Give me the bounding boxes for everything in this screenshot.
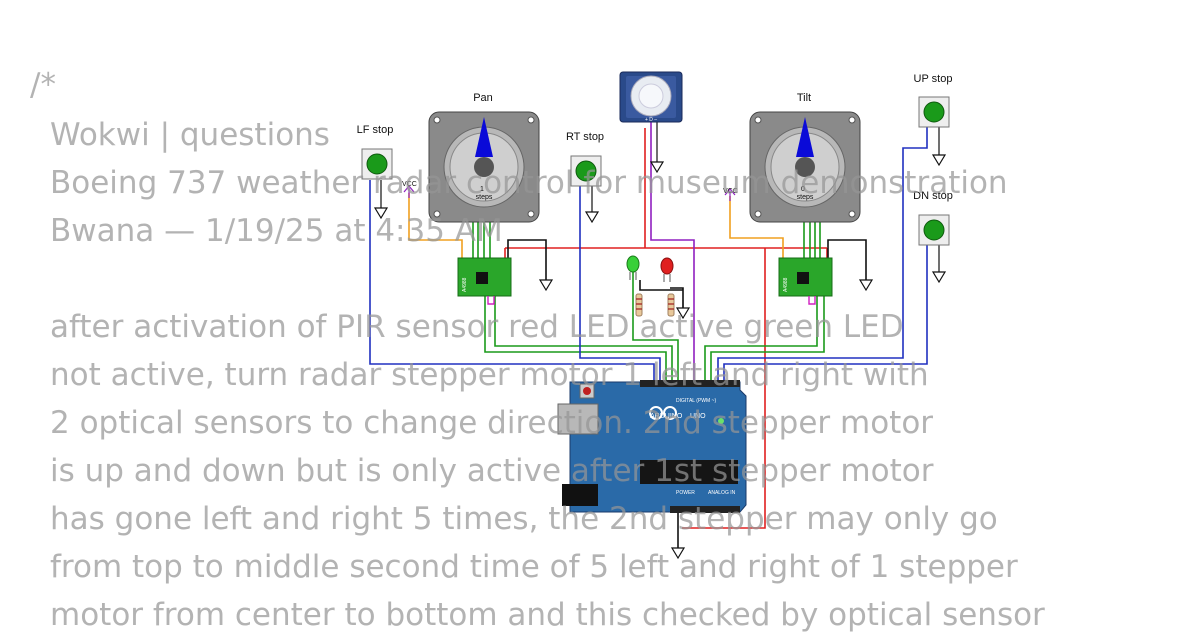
ground-icon: [670, 547, 686, 560]
wire-black-ground-tilt: [827, 239, 867, 280]
wire-green-pan-dir: [494, 296, 673, 382]
ground-icon: [858, 279, 874, 292]
ground-icon: [373, 180, 389, 220]
ground-symbols: [373, 122, 947, 560]
tilt-steps-label: steps: [797, 194, 814, 201]
wire-black-ground-pan: [507, 239, 547, 280]
pan-label: Pan: [473, 92, 493, 104]
pan-steps-label: steps: [476, 194, 493, 201]
stepper-motor-pan[interactable]: Pan 1 steps: [428, 92, 540, 223]
up-stop-label: UP stop: [914, 73, 953, 85]
ground-icon: [584, 185, 600, 224]
ground-icon: [649, 122, 665, 174]
pir-pins-label: + D –: [645, 117, 657, 123]
vcc-icon: VCC: [723, 188, 738, 201]
dn-stop-label: DN stop: [913, 190, 953, 202]
button-dn-stop[interactable]: DN stop: [913, 190, 953, 246]
wire-green-tilt-step: [704, 296, 818, 382]
wire-green-led: [632, 272, 679, 382]
a4988-driver-tilt[interactable]: A4988: [778, 257, 833, 305]
driver-label: A4988: [783, 277, 789, 292]
button-up-stop[interactable]: UP stop: [914, 73, 953, 128]
ground-icon: [931, 125, 947, 167]
wire-blue-dn: [723, 245, 928, 382]
ground-icon: [538, 279, 554, 292]
a4988-driver-pan[interactable]: A4988: [457, 257, 512, 305]
pan-steps-value: 1: [480, 186, 484, 193]
resistor-green: [635, 293, 643, 317]
wire-green-tilt-dir: [710, 296, 825, 382]
led-green[interactable]: [626, 255, 640, 280]
tilt-steps-value: 0: [801, 186, 805, 193]
vcc-icon: VCC: [402, 181, 417, 198]
wire-purple-pir: [650, 122, 695, 382]
lf-stop-label: LF stop: [357, 124, 394, 136]
vcc-symbols: VCC VCC: [402, 181, 738, 201]
resistor-red: [667, 293, 675, 317]
rt-stop-label: RT stop: [566, 131, 604, 143]
wire-green-pan-step: [484, 296, 667, 382]
led-red[interactable]: [660, 257, 674, 282]
wire-orange-vcc-tilt: [729, 196, 784, 258]
vcc-label: VCC: [402, 181, 417, 188]
analog-header-label: ANALOG IN: [708, 490, 736, 496]
pir-sensor[interactable]: + D –: [619, 71, 683, 123]
ground-icon: [931, 245, 947, 284]
wires: [369, 122, 928, 548]
button-lf-stop[interactable]: LF stop: [357, 124, 394, 180]
wire-orange-vcc-pan: [408, 193, 463, 258]
driver-label: A4988: [462, 277, 468, 292]
vcc-label: VCC: [723, 188, 738, 195]
stepper-motor-tilt[interactable]: Tilt 0 steps: [749, 92, 861, 223]
wire-blue-up: [717, 125, 928, 382]
arduino-uno[interactable]: ARDUINO UNO DIGITAL (PWM ~) POWER ANALOG…: [557, 380, 747, 513]
arduino-model: UNO: [690, 413, 706, 420]
ground-icon: [675, 300, 691, 320]
digital-header-label: DIGITAL (PWM ~): [676, 398, 716, 404]
wire-blue-lf: [369, 180, 655, 382]
wire-red-power: [504, 128, 828, 529]
button-rt-stop[interactable]: RT stop: [566, 131, 604, 187]
wire-black-led: [639, 280, 684, 318]
power-header-label: POWER: [676, 490, 695, 496]
wire-blue-rt: [579, 185, 661, 382]
tilt-label: Tilt: [797, 92, 811, 104]
